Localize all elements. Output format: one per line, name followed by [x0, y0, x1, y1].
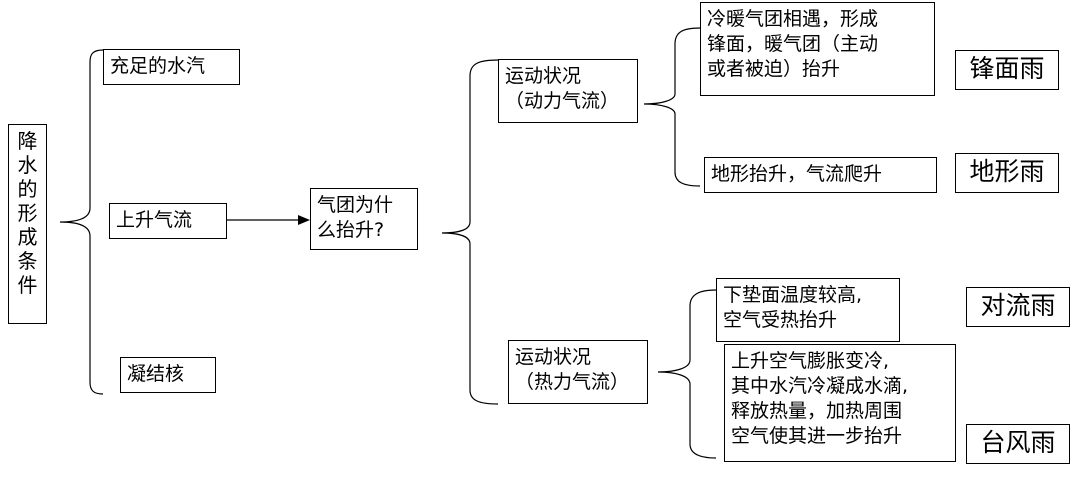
root-char: 水	[17, 153, 38, 177]
brace-root-conditions	[59, 49, 104, 395]
brace-dynamic	[643, 27, 701, 187]
cause-line: 地形抬升，气流爬升	[711, 163, 883, 185]
root-char: 件	[17, 273, 38, 297]
root-char: 的	[17, 177, 38, 201]
condition-nuclei: 凝结核	[120, 357, 216, 393]
motion-line: 运动状况	[505, 65, 582, 87]
cause-line: 其中水汽冷凝成水滴,	[731, 375, 909, 397]
root-char: 降	[17, 129, 38, 153]
condition-updraft: 上升气流	[109, 203, 227, 239]
brace-question-motions	[441, 59, 499, 405]
condition-label: 上升气流	[116, 209, 193, 231]
rain-type-convective: 对流雨	[966, 287, 1070, 327]
cause-front-lift: 冷暖气团相遇，形成 锋面，暖气团（主动 或者被迫）抬升	[700, 2, 935, 96]
root-char: 成	[17, 225, 38, 249]
rain-type-typhoon: 台风雨	[966, 424, 1070, 464]
rain-type-orographic: 地形雨	[955, 153, 1059, 193]
motion-dynamic: 运动状况 （动力气流）	[498, 59, 638, 123]
motion-thermal: 运动状况 （热力气流）	[508, 340, 648, 404]
condition-water-vapor: 充足的水汽	[103, 49, 240, 85]
root-title-box: 降 水 的 形 成 条 件	[8, 124, 47, 324]
motion-line: （动力气流）	[505, 90, 620, 112]
cause-latent-heat: 上升空气膨胀变冷, 其中水汽冷凝成水滴, 释放热量，加热周围 空气使其进一步抬升	[724, 344, 956, 462]
cause-line: 锋面，暖气团（主动	[707, 33, 879, 55]
cause-line: 冷暖气团相遇，形成	[707, 8, 879, 30]
question-line: 么抬升?	[317, 219, 385, 241]
condition-label: 充足的水汽	[110, 55, 206, 77]
cause-line: 或者被迫）抬升	[707, 58, 841, 80]
root-char: 形	[17, 201, 38, 225]
question-line: 气团为什	[317, 194, 394, 216]
cause-line: 上升空气膨胀变冷,	[731, 350, 890, 372]
cause-line: 空气使其进一步抬升	[731, 425, 903, 447]
cause-surface-heat: 下垫面温度较高, 空气受热抬升	[716, 278, 900, 342]
cause-line: 释放热量，加热周围	[731, 400, 903, 422]
condition-label: 凝结核	[127, 363, 185, 385]
rain-type-frontal: 锋面雨	[955, 50, 1059, 90]
arrow-head	[298, 215, 310, 225]
cause-line: 空气受热抬升	[723, 309, 838, 331]
root-char: 条	[17, 249, 38, 273]
cause-terrain-lift: 地形抬升，气流爬升	[704, 157, 937, 193]
motion-line: 运动状况	[515, 346, 592, 368]
motion-line: （热力气流）	[515, 371, 630, 393]
question-box: 气团为什 么抬升?	[310, 188, 418, 250]
cause-line: 下垫面温度较高,	[723, 284, 863, 306]
brace-thermal	[657, 289, 717, 459]
